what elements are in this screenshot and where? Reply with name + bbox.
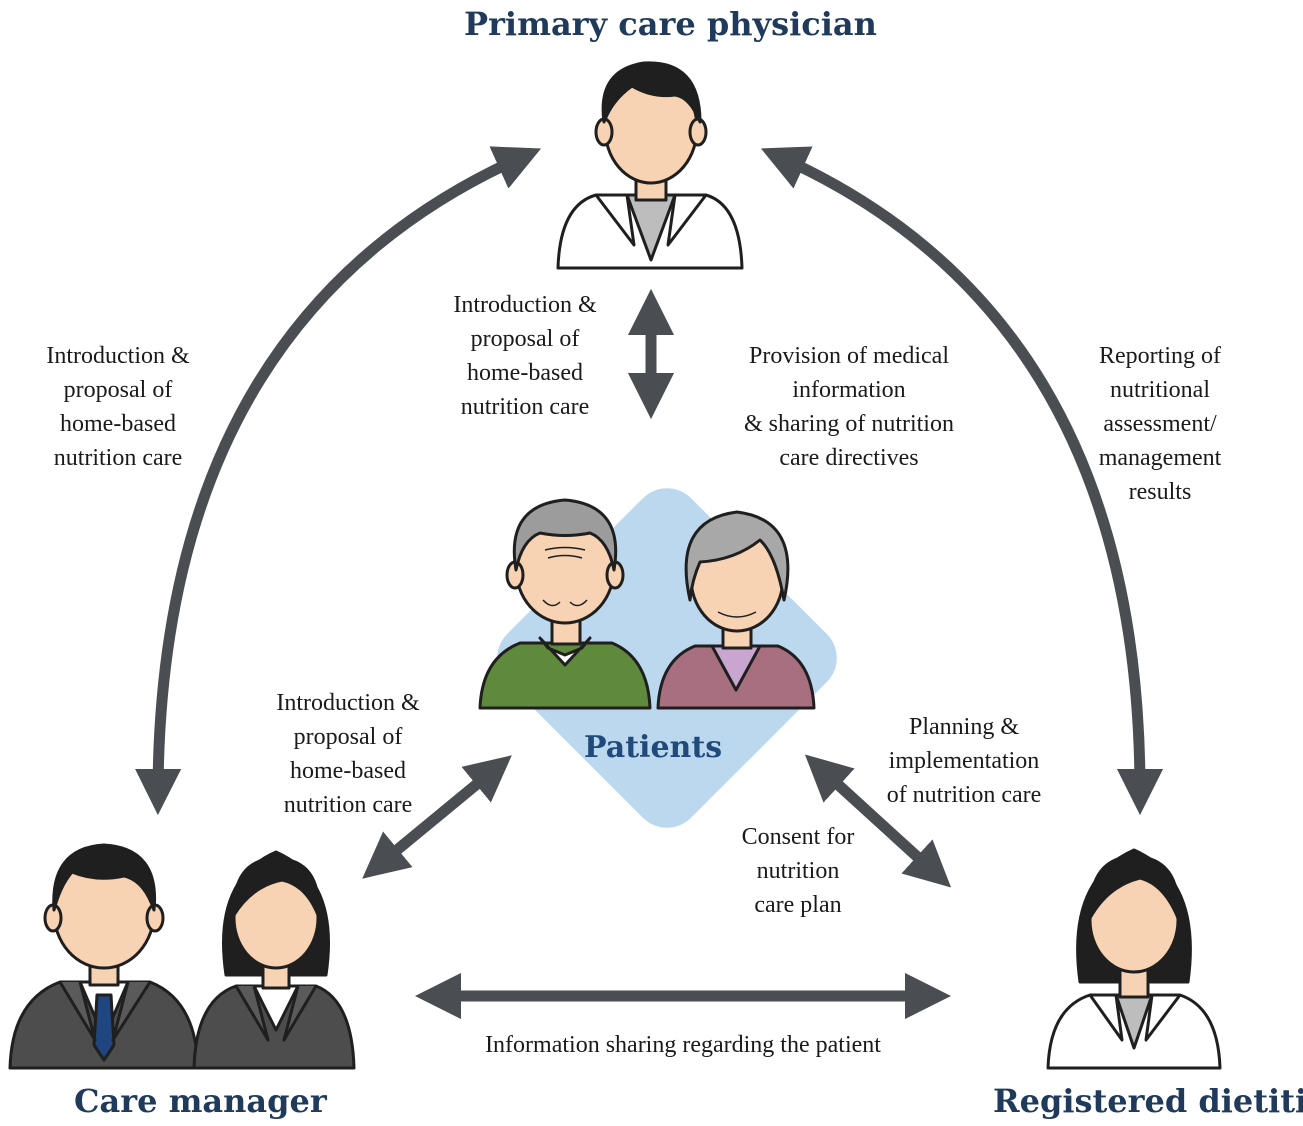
elderly-woman-icon (656, 510, 816, 710)
label-line: assessment/ (1103, 411, 1217, 437)
dietitian-title: Registered dietitian (993, 1082, 1303, 1120)
label-physician-to-patients: Introduction & proposal of home-based nu… (425, 288, 625, 424)
male-care-manager-icon (8, 843, 200, 1070)
label-information-sharing: Information sharing regarding the patien… (433, 1028, 933, 1062)
label-line: nutrition (756, 858, 840, 884)
label-line: Provision of medical (749, 343, 949, 369)
label-line: information (792, 377, 906, 403)
elderly-man-icon (478, 498, 652, 710)
label-line: Introduction & (453, 292, 597, 318)
label-line: Planning & (908, 714, 1019, 740)
female-care-manager-icon (192, 850, 356, 1070)
label-care-manager-to-patients: Introduction & proposal of home-based nu… (248, 686, 448, 822)
arrow-physician-dietitian (760, 146, 1164, 816)
label-line: care plan (754, 892, 842, 918)
label-line: Reporting of (1099, 343, 1221, 369)
arrow-physician-care-manager (135, 146, 542, 816)
label-line: implementation (888, 748, 1040, 774)
label-line: nutrition care (53, 445, 183, 471)
label-line: of nutrition care (886, 782, 1042, 808)
label-line: care directives (779, 445, 919, 471)
physician-title: Primary care physician (464, 5, 877, 43)
label-line: management (1098, 445, 1222, 471)
label-line: Consent for (741, 824, 855, 850)
label-line: Introduction & (276, 690, 420, 716)
label-line: nutritional (1110, 377, 1210, 403)
label-line: proposal of (293, 724, 403, 750)
label-planning-implementation: Planning & implementation of nutrition c… (864, 710, 1064, 812)
label-line: home-based (60, 411, 176, 437)
physician-icon (556, 61, 744, 270)
arrow-care-manager-patients (362, 755, 512, 879)
label-line: Introduction & (46, 343, 190, 369)
label-line: nutrition care (283, 792, 413, 818)
label-line: proposal of (470, 326, 580, 352)
label-provision-of-medical-information: Provision of medical information & shari… (714, 339, 984, 475)
label-line: home-based (290, 758, 406, 784)
label-consent-for-care-plan: Consent for nutrition care plan (713, 820, 883, 922)
label-line: nutrition care (460, 394, 590, 420)
female-dietitian-icon (1046, 848, 1222, 1070)
label-line: & sharing of nutrition (744, 411, 954, 437)
arrow-dietitian-patients (804, 754, 952, 888)
label-line: Information sharing regarding the patien… (485, 1032, 881, 1058)
label-physician-to-care-manager: Introduction & proposal of home-based nu… (18, 339, 218, 475)
care-manager-title: Care manager (74, 1082, 327, 1120)
label-reporting-of-results: Reporting of nutritional assessment/ man… (1070, 339, 1250, 509)
label-line: home-based (467, 360, 583, 386)
patients-title: Patients (584, 730, 723, 765)
label-line: results (1128, 479, 1192, 505)
label-line: proposal of (63, 377, 173, 403)
